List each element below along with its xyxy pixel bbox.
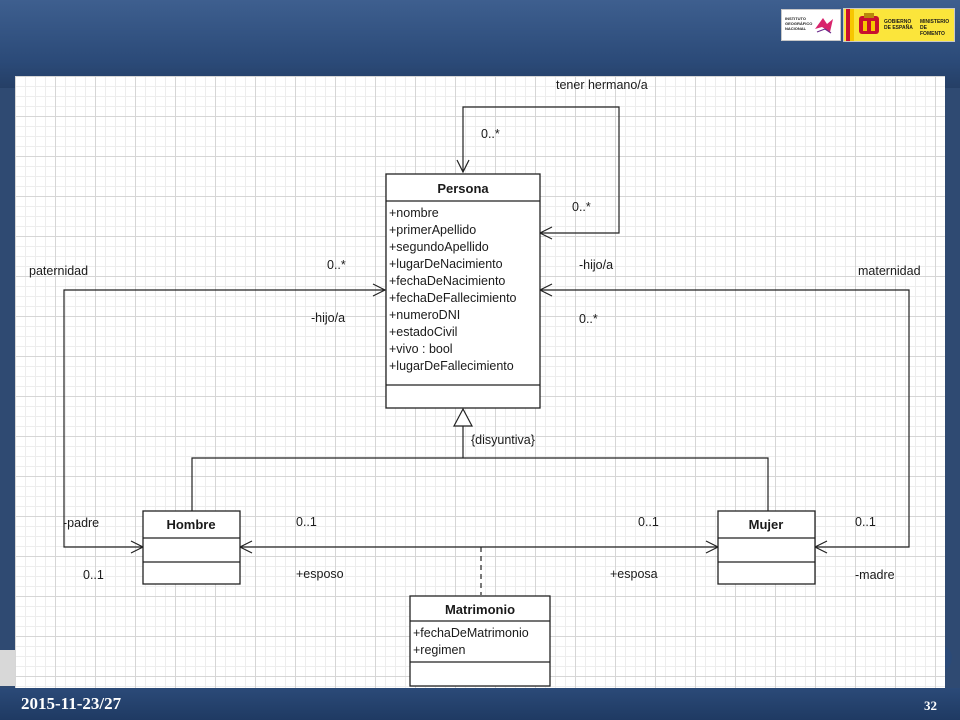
- label-maternidad: maternidad: [858, 264, 921, 278]
- label-mujer-right-mult: 0..1: [855, 515, 876, 529]
- label-hermano-mult-top: 0..*: [481, 127, 500, 141]
- persona-attr-lugar-nacimiento: +lugarDeNacimiento: [389, 257, 503, 271]
- class-matrimonio[interactable]: Matrimonio +fechaDeMatrimonio +regimen: [409, 595, 551, 687]
- ign-logo: INSTITUTO GEOGRÁFICO NACIONAL: [781, 9, 841, 41]
- class-persona[interactable]: Persona +nombre +primerApellido +segundo…: [385, 173, 541, 409]
- ministerio-text: MINISTERIO DE FOMENTO: [920, 19, 950, 37]
- persona-attr-estado-civil: +estadoCivil: [389, 325, 457, 339]
- persona-attr-fecha-fallecimiento: +fechaDeFallecimiento: [389, 291, 517, 305]
- left-decoration: [0, 650, 16, 686]
- label-hijo-left: -hijo/a: [311, 311, 345, 325]
- coat-of-arms-icon: [859, 13, 879, 34]
- class-persona-name: Persona: [437, 181, 489, 196]
- class-matrimonio-name: Matrimonio: [445, 602, 515, 617]
- label-hijo-right: -hijo/a: [579, 258, 613, 272]
- label-madre: -madre: [855, 568, 895, 582]
- class-mujer-name: Mujer: [749, 517, 784, 532]
- footer-date: 2015-11-23/27: [21, 694, 122, 713]
- persona-attr-fecha-nacimiento: +fechaDeNacimiento: [389, 274, 505, 288]
- label-padre-mult: 0..1: [83, 568, 104, 582]
- bottom-bar: [0, 688, 960, 720]
- page-number: 32: [924, 698, 937, 713]
- label-tener-hermano: tener hermano/a: [556, 78, 648, 92]
- label-paternidad-mult: 0..*: [327, 258, 346, 272]
- label-hermano-mult-right: 0..*: [572, 200, 591, 214]
- class-hombre-name: Hombre: [166, 517, 215, 532]
- class-hombre[interactable]: Hombre: [142, 510, 241, 585]
- matrimonio-attr-regimen: +regimen: [413, 643, 466, 657]
- persona-attr-vivo: +vivo : bool: [389, 342, 453, 356]
- label-esposa: +esposa: [610, 567, 658, 581]
- persona-attr-lugar-fallecimiento: +lugarDeFallecimiento: [389, 359, 514, 373]
- ign-logo-text: INSTITUTO GEOGRÁFICO NACIONAL: [785, 16, 813, 31]
- label-disyuntiva: {disyuntiva}: [471, 433, 535, 447]
- label-hombre-mult: 0..1: [296, 515, 317, 529]
- label-maternidad-mult: 0..*: [579, 312, 598, 326]
- gobierno-logo: GOBIERNO DE ESPAÑA MINISTERIO DE FOMENTO: [843, 8, 955, 42]
- label-padre: -padre: [63, 516, 99, 530]
- generalization-disyuntiva: [191, 407, 769, 511]
- label-paternidad: paternidad: [29, 264, 88, 278]
- gobierno-text: GOBIERNO DE ESPAÑA: [884, 19, 913, 31]
- persona-attr-numero-dni: +numeroDNI: [389, 308, 460, 322]
- ign-mark-icon: [815, 18, 833, 34]
- label-esposo: +esposo: [296, 567, 344, 581]
- matrimonio-attr-fecha: +fechaDeMatrimonio: [413, 626, 529, 640]
- label-mujer-mult: 0..1: [638, 515, 659, 529]
- persona-attr-nombre: +nombre: [389, 206, 439, 220]
- persona-attr-primer-apellido: +primerApellido: [389, 223, 476, 237]
- persona-attr-segundo-apellido: +segundoApellido: [389, 240, 489, 254]
- class-mujer[interactable]: Mujer: [717, 510, 816, 585]
